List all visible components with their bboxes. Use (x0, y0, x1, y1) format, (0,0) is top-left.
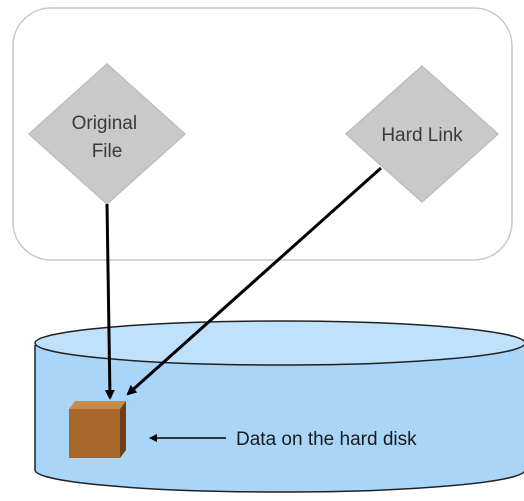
filesystem-container (12, 7, 513, 261)
original-file-label-line2: File (92, 141, 123, 162)
hard-disk-cylinder (34, 320, 524, 493)
data-block-top (69, 401, 126, 409)
data-block-front (69, 409, 120, 458)
hard-link-label: Hard Link (381, 125, 463, 146)
disk-caption: Data on the hard disk (236, 429, 417, 450)
disk-top (34, 320, 524, 366)
hard-link-arrow (126, 166, 382, 396)
disk-body (34, 345, 524, 493)
data-block-side (120, 401, 126, 458)
original-file-label-line1: Original (72, 113, 137, 134)
hard-link-node: Hard Link (344, 64, 500, 204)
hard-link-diamond (344, 64, 500, 204)
data-block-icon (69, 401, 126, 458)
original-file-arrow (104, 203, 115, 400)
svg-text:Original File: Original File (72, 113, 143, 162)
